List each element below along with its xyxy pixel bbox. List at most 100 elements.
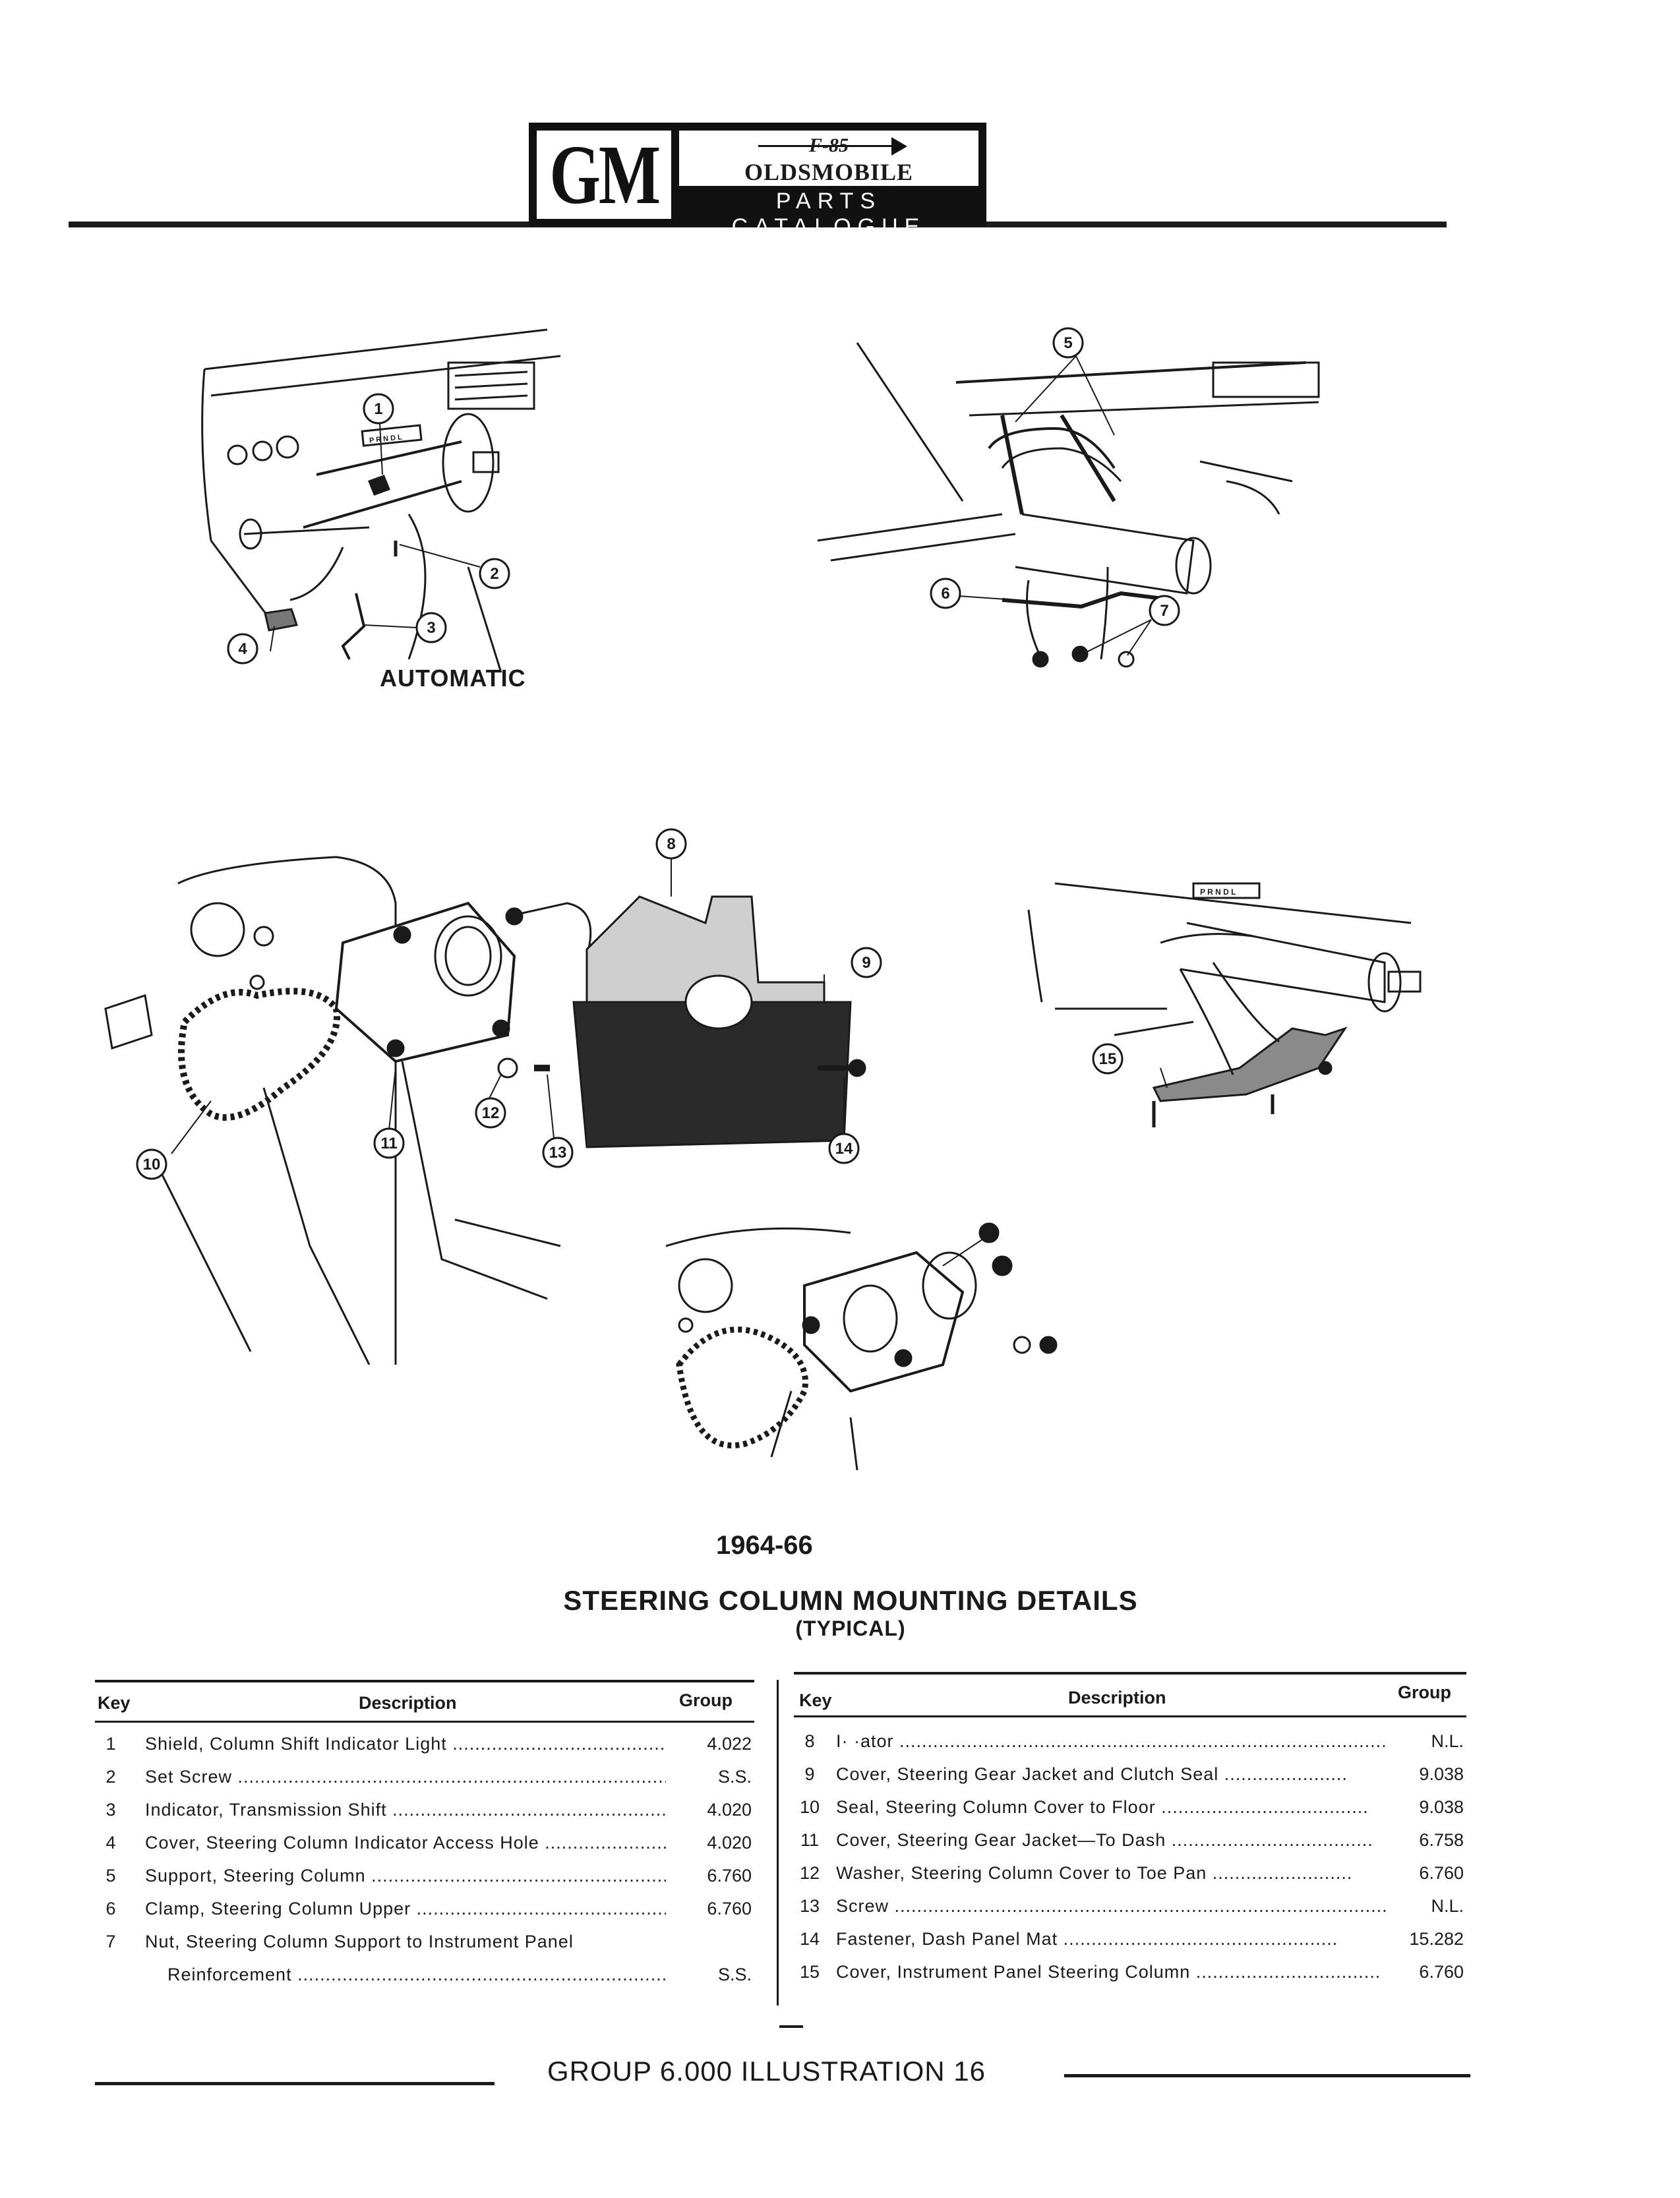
automatic-indicator-drawing: 1 2 3 4 (201, 328, 561, 673)
svg-text:11: 11 (380, 1135, 397, 1152)
row-description: Shield, Column Shift Indicator Light (145, 1734, 447, 1754)
row-group: S.S. (717, 1965, 752, 1984)
nut-icon (1032, 651, 1049, 668)
svg-text:6: 6 (941, 585, 949, 603)
row-key: 6 (105, 1899, 116, 1918)
row-key: 4 (105, 1833, 116, 1853)
row-key: 9 (804, 1764, 815, 1784)
column-clamp-icon (1002, 591, 1174, 609)
row-description: Washer, Steering Column Cover to Toe Pan (836, 1863, 1207, 1883)
svg-text:2: 2 (490, 565, 498, 583)
svg-text:5: 5 (1064, 334, 1072, 352)
screw-icon (1318, 1061, 1333, 1075)
jacket-cover-dash-icon (334, 901, 516, 1063)
row-description: I· ·ator (836, 1731, 894, 1751)
f85-logo-line (758, 145, 897, 147)
table-column-divider (777, 1680, 779, 2005)
callout-11: 11 (373, 1127, 405, 1159)
svg-text:10: 10 (143, 1156, 161, 1173)
shift-indicator-text-2: P R N D L (1200, 887, 1236, 897)
svg-text:14: 14 (835, 1140, 853, 1158)
figure-automatic-indicator: 1 2 3 4 AUTOMATIC (191, 316, 613, 699)
row-description: Set Screw (145, 1767, 233, 1787)
row-group: 6.758 (1419, 1830, 1464, 1850)
figure-column-support: 5 6 7 (804, 316, 1332, 699)
table-header-rule (95, 1721, 754, 1723)
row-key: 3 (105, 1800, 116, 1820)
dash-opening-icon (190, 902, 245, 957)
shield-icon (368, 475, 390, 496)
svg-text:4: 4 (238, 640, 247, 658)
parts-table-right: Key Description Group 8 I· ·ator .......… (794, 1672, 1466, 2002)
callout-5: 5 (1052, 327, 1084, 359)
steering-column-end (442, 413, 495, 513)
row-group: 9.038 (1419, 1764, 1464, 1784)
row-key: 15 (799, 1962, 820, 1982)
row-description: Cover, Steering Column Indicator Access … (145, 1833, 539, 1853)
row-group: 4.020 (707, 1800, 752, 1820)
dash-cover-alt-drawing (665, 1222, 1058, 1470)
column-cover-icon (1152, 1026, 1348, 1102)
table-header-rule (794, 1715, 1466, 1717)
svg-text:7: 7 (1160, 602, 1168, 620)
callout-10: 10 (136, 1148, 167, 1180)
transmission-indicator-icon (341, 593, 366, 660)
callout-9: 9 (851, 947, 882, 978)
row-description: Nut, Steering Column Support to Instrume… (145, 1932, 574, 1951)
heater-control-icon (447, 361, 535, 410)
column-support-drawing: 5 6 7 (817, 327, 1320, 668)
row-description: Cover, Instrument Panel Steering Column (836, 1962, 1191, 1982)
svg-text:8: 8 (667, 835, 675, 853)
row-description: Reinforcement (167, 1965, 292, 1984)
automatic-label: AUTOMATIC (380, 665, 526, 692)
row-group: 4.020 (707, 1833, 752, 1853)
row-key: 11 (800, 1830, 820, 1850)
row-description: Screw (836, 1896, 889, 1916)
row-description: Indicator, Transmission Shift (145, 1800, 387, 1820)
table-top-rule (794, 1672, 1466, 1675)
row-description: Fastener, Dash Panel Mat (836, 1929, 1058, 1949)
row-group: 6.760 (707, 1866, 752, 1886)
svg-text:1: 1 (374, 400, 382, 418)
parts-table-left: Key Description Group 1 Shield, Column S… (95, 1680, 754, 2009)
row-group: N.L. (1431, 1896, 1464, 1916)
access-hole-cover-icon (264, 608, 298, 632)
svg-text:3: 3 (427, 619, 435, 637)
floor-seal-icon (178, 988, 340, 1121)
col-header-group: Group (1398, 1682, 1451, 1702)
col-header-description: Description (359, 1693, 457, 1713)
row-description: Seal, Steering Column Cover to Floor (836, 1797, 1156, 1817)
shift-indicator-strip (361, 424, 423, 447)
row-key: 12 (799, 1863, 820, 1883)
callout-6: 6 (930, 578, 961, 609)
table-top-rule (95, 1680, 754, 1682)
row-group: 6.760 (1419, 1962, 1464, 1982)
row-group: 15.282 (1409, 1929, 1464, 1949)
f85-logo-text: F-85 (809, 134, 849, 156)
row-key: 7 (105, 1932, 116, 1951)
instrument-panel-opening (1212, 361, 1320, 398)
callout-14: 14 (828, 1133, 860, 1164)
callout-15: 15 (1092, 1043, 1124, 1075)
callout-8: 8 (655, 828, 687, 860)
row-key: 2 (105, 1767, 116, 1787)
svg-text:12: 12 (482, 1104, 500, 1122)
callout-3: 3 (415, 612, 447, 643)
row-group: 9.038 (1419, 1797, 1464, 1817)
row-description: Cover, Steering Gear Jacket and Clutch S… (836, 1764, 1219, 1784)
illustration-subtitle: (TYPICAL) (795, 1617, 906, 1640)
svg-text:13: 13 (549, 1144, 567, 1162)
col-header-description: Description (1068, 1688, 1166, 1708)
callout-13: 13 (542, 1137, 574, 1168)
steering-shaft-icon (1387, 970, 1422, 993)
steering-column-end (1367, 952, 1402, 1013)
row-group: 4.022 (707, 1734, 752, 1754)
knob-icon (252, 440, 273, 461)
oldsmobile-logo-panel: F-85 OLDSMOBILE (679, 131, 978, 186)
gm-logo-box: GM (537, 131, 671, 219)
row-key: 5 (105, 1866, 116, 1886)
parts-catalogue-logo-text: PARTS CATALOGUE (731, 189, 926, 239)
jacket-cover-icon (803, 1251, 965, 1393)
col-header-key: Key (799, 1690, 832, 1710)
figure-dash-cover: 8 9 10 11 12 13 14 (86, 785, 943, 1365)
